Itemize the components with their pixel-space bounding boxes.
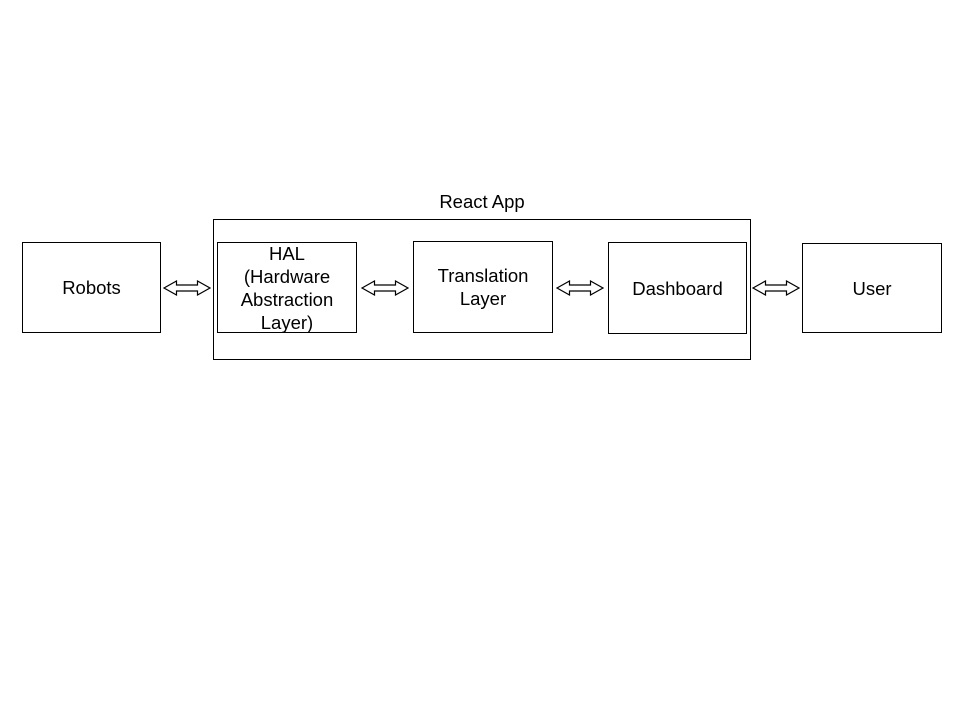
node-dashboard-label: Dashboard (632, 277, 723, 299)
node-user: User (802, 243, 942, 333)
connector-translation-dashboard-bidirectional-arrow-icon (556, 280, 604, 296)
node-hal: HAL (Hardware Abstraction Layer) (217, 242, 357, 333)
connector-robots-hal-bidirectional-arrow-icon (163, 280, 211, 296)
node-user-label: User (852, 277, 892, 299)
node-translation-layer-label: Translation Layer (437, 265, 529, 309)
node-hal-label: HAL (Hardware Abstraction Layer) (240, 242, 334, 333)
connector-hal-translation-bidirectional-arrow-icon (361, 280, 409, 296)
group-title-react-app: React App (439, 191, 525, 212)
node-dashboard: Dashboard (608, 242, 747, 334)
node-robots-label: Robots (62, 277, 121, 298)
node-translation-layer: Translation Layer (413, 241, 553, 333)
node-robots: Robots (22, 242, 161, 333)
connector-dashboard-user-bidirectional-arrow-icon (752, 280, 800, 296)
